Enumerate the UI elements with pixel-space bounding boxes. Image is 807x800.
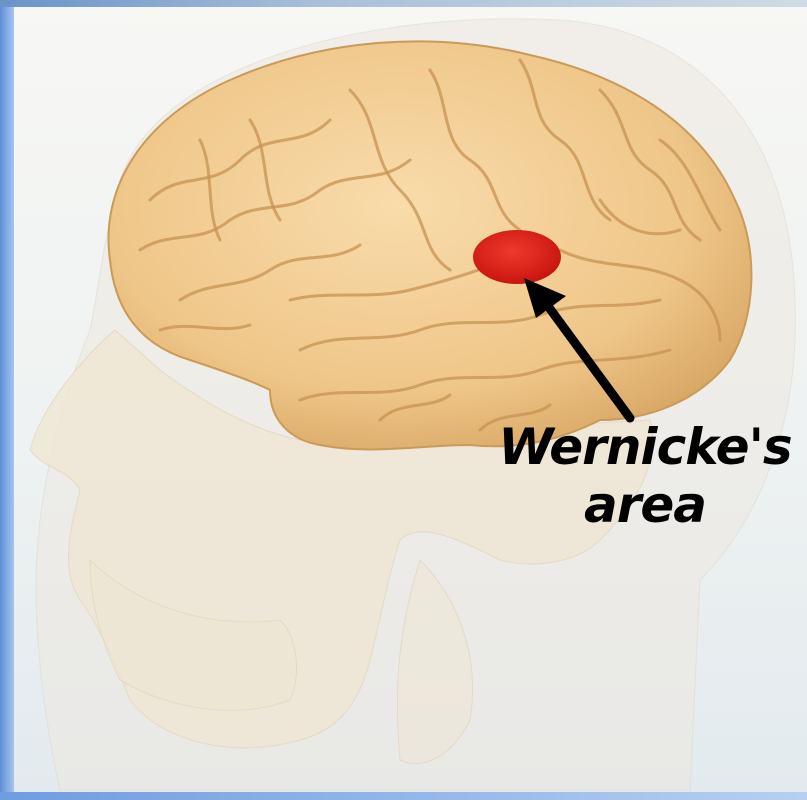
wernicke-highlight xyxy=(473,230,561,284)
label-line-1: Wernicke's xyxy=(480,418,807,476)
bottom-border xyxy=(0,792,807,800)
label-line-2: area xyxy=(480,476,807,534)
wernicke-area-label: Wernicke's area xyxy=(480,418,807,534)
